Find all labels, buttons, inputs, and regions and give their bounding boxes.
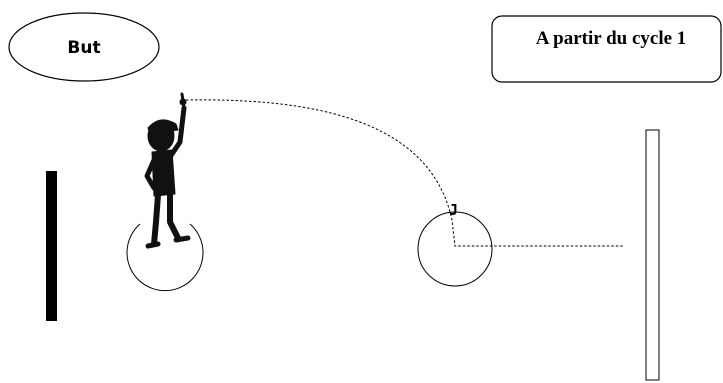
- cycle-box-frame: [491, 15, 722, 83]
- goal-ellipse: [8, 12, 160, 82]
- j-label: J: [449, 201, 458, 219]
- goal-label: But: [67, 38, 100, 58]
- player-circle: [126, 223, 204, 292]
- wall-panel-icon: [645, 129, 660, 381]
- cycle-box: A partir du cycle 1: [491, 15, 722, 83]
- j-circle: [417, 211, 493, 287]
- player-stick-figure-icon: [144, 92, 191, 249]
- cycle-label: A partir du cycle 1: [536, 28, 687, 49]
- goal-bubble: But: [8, 12, 160, 82]
- target-post-icon: [46, 171, 57, 321]
- trajectory-arc: [185, 99, 624, 247]
